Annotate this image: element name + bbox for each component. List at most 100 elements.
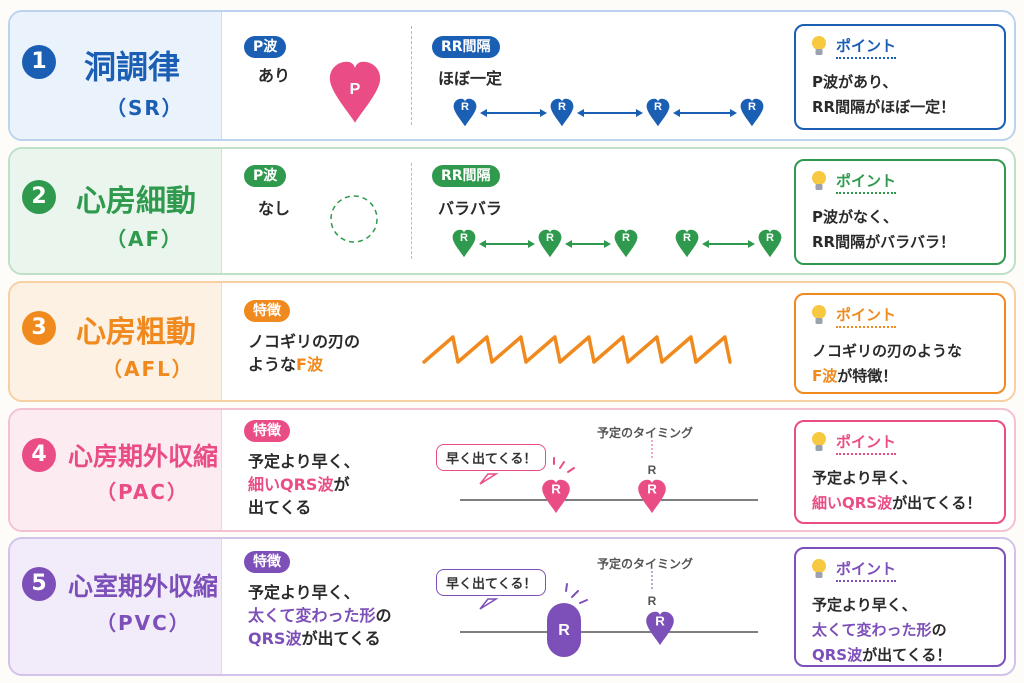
rhythm-abbr: （PAC）	[96, 480, 189, 504]
rr-arrow	[480, 109, 547, 117]
number-badge: 3	[22, 311, 56, 345]
beat-label: R	[683, 232, 691, 244]
point-box: ポイント 予定より早く、 細いQRS波が出てくる！	[794, 420, 1006, 524]
point-body: 予定より早く、 太くて変わった形の QRS波が出てくる！	[812, 596, 952, 664]
r-beat-heart: R	[452, 229, 476, 258]
r-beat-heart: R	[538, 229, 562, 258]
row-af: 2 心房細動 （AF） P波 なし RR間隔 バラバラ R R R R R ポイント P…	[8, 147, 1016, 275]
feature-pill: 特徴	[244, 420, 290, 442]
beat-label: R	[546, 232, 554, 244]
rhythm-name: 心房細動	[76, 184, 196, 219]
rhythm-name: 心室期外収縮	[68, 572, 219, 601]
point-box: ポイント ノコギリの刃のような F波が特徴！	[794, 293, 1006, 394]
p-wave-status: なし	[258, 199, 291, 218]
lightbulb-icon	[812, 36, 826, 55]
rr-arrow	[673, 109, 737, 117]
point-body: 予定より早く、 細いQRS波が出てくる！	[812, 469, 982, 512]
row-pac-header: 4 心房期外収縮 （PAC）	[10, 410, 222, 530]
r-beat-heart: R	[758, 229, 782, 258]
row-pac: 4 心房期外収縮 （PAC） 特徴 予定より早く、 細いQRS波が 出てくる 予…	[8, 408, 1016, 532]
beat-label: R	[461, 101, 469, 113]
early-beat-bubble: 早く出てくる！	[436, 569, 547, 596]
beat-label: R	[622, 232, 630, 244]
beat-label: R	[460, 232, 468, 244]
expected-r-label: R	[648, 594, 657, 608]
beat-label: R	[655, 614, 665, 629]
point-box: ポイント 予定より早く、 太くて変わった形の QRS波が出てくる！	[794, 547, 1006, 667]
lightbulb-icon	[812, 432, 826, 451]
feature-text: 予定より早く、 太くて変わった形の QRS波が出てくる	[248, 583, 392, 648]
row-afl-header: 3 心房粗動 （AFL）	[10, 283, 222, 400]
beat-label: R	[647, 482, 657, 497]
number-badge: 4	[22, 438, 56, 472]
early-beat-heart: R	[542, 479, 570, 514]
point-title: ポイント	[836, 170, 897, 194]
point-body: P波がなく、 RR間隔がバラバラ！	[812, 208, 955, 251]
p-wave-status: あり	[258, 66, 291, 85]
row-af-header: 2 心房細動 （AF）	[10, 149, 222, 273]
rhythm-abbr: （AF）	[106, 227, 184, 251]
expected-beat-heart: R	[638, 479, 666, 514]
number-badge: 1	[22, 45, 56, 79]
rr-arrow	[479, 240, 535, 248]
beat-label: R	[766, 232, 774, 244]
point-title: ポイント	[836, 304, 897, 328]
beat-label: R	[558, 101, 566, 113]
rr-interval-pill: RR間隔	[432, 165, 500, 187]
row-afl: 3 心房粗動 （AFL） 特徴 ノコギリの刃の ようなF波 ポイント ノコギリの…	[8, 281, 1016, 402]
point-title: ポイント	[836, 431, 897, 455]
wide-qrs-beat: R	[547, 603, 581, 657]
rhythm-name: 洞調律	[84, 48, 181, 86]
rhythm-name: 心房期外収縮	[68, 442, 219, 471]
rhythm-abbr: （PVC）	[96, 611, 191, 635]
r-beat-heart: R	[550, 98, 574, 127]
point-body: ノコギリの刃のような F波が特徴！	[812, 342, 963, 385]
lightbulb-icon	[812, 305, 826, 324]
row-pvc: 5 心室期外収縮 （PVC） 特徴 予定より早く、 太くて変わった形の QRS波…	[8, 537, 1016, 676]
p-heart-icon: P	[329, 61, 381, 123]
rhythm-name: 心房粗動	[76, 315, 196, 350]
absent-p-wave-icon	[330, 195, 378, 243]
expected-r-label: R	[648, 463, 657, 477]
point-title: ポイント	[836, 558, 897, 582]
rr-arrow	[565, 240, 611, 248]
beat-label: R	[551, 482, 561, 497]
number-badge: 5	[22, 567, 56, 601]
rr-interval-pill: RR間隔	[432, 36, 500, 58]
rr-interval-status: ほぼ一定	[438, 69, 503, 88]
divider	[411, 163, 412, 259]
lightbulb-icon	[812, 171, 826, 190]
r-beat-heart: R	[453, 98, 477, 127]
point-box: ポイント P波があり、 RR間隔がほぼ一定！	[794, 24, 1006, 130]
rr-arrow	[702, 240, 755, 248]
point-title: ポイント	[836, 35, 897, 59]
expected-timing-label: 予定のタイミング	[597, 426, 694, 440]
feature-pill: 特徴	[244, 551, 290, 573]
r-beat-heart: R	[675, 229, 699, 258]
lightbulb-icon	[812, 559, 826, 578]
early-beat-bubble: 早く出てくる！	[436, 444, 547, 471]
r-beat-heart: R	[646, 98, 670, 127]
rhythm-abbr: （AFL）	[102, 357, 194, 381]
p-heart-label: P	[350, 81, 361, 98]
sawtooth-f-wave	[422, 335, 732, 364]
row-pvc-header: 5 心室期外収縮 （PVC）	[10, 539, 222, 674]
divider	[411, 26, 412, 125]
feature-pill: 特徴	[244, 300, 290, 322]
r-beat-heart: R	[740, 98, 764, 127]
number-badge: 2	[22, 180, 56, 214]
beat-label: R	[748, 101, 756, 113]
p-wave-pill: P波	[244, 165, 287, 187]
expected-timing-label: 予定のタイミング	[597, 557, 694, 571]
feature-text: ノコギリの刃の ようなF波	[248, 332, 361, 374]
point-box: ポイント P波がなく、 RR間隔がバラバラ！	[794, 159, 1006, 265]
rhythm-abbr: （SR）	[106, 96, 184, 120]
point-body: P波があり、 RR間隔がほぼ一定！	[812, 73, 956, 116]
rr-interval-status: バラバラ	[438, 199, 502, 218]
p-wave-pill: P波	[244, 36, 287, 58]
rr-arrow	[577, 109, 643, 117]
expected-beat-heart: R	[646, 611, 674, 646]
